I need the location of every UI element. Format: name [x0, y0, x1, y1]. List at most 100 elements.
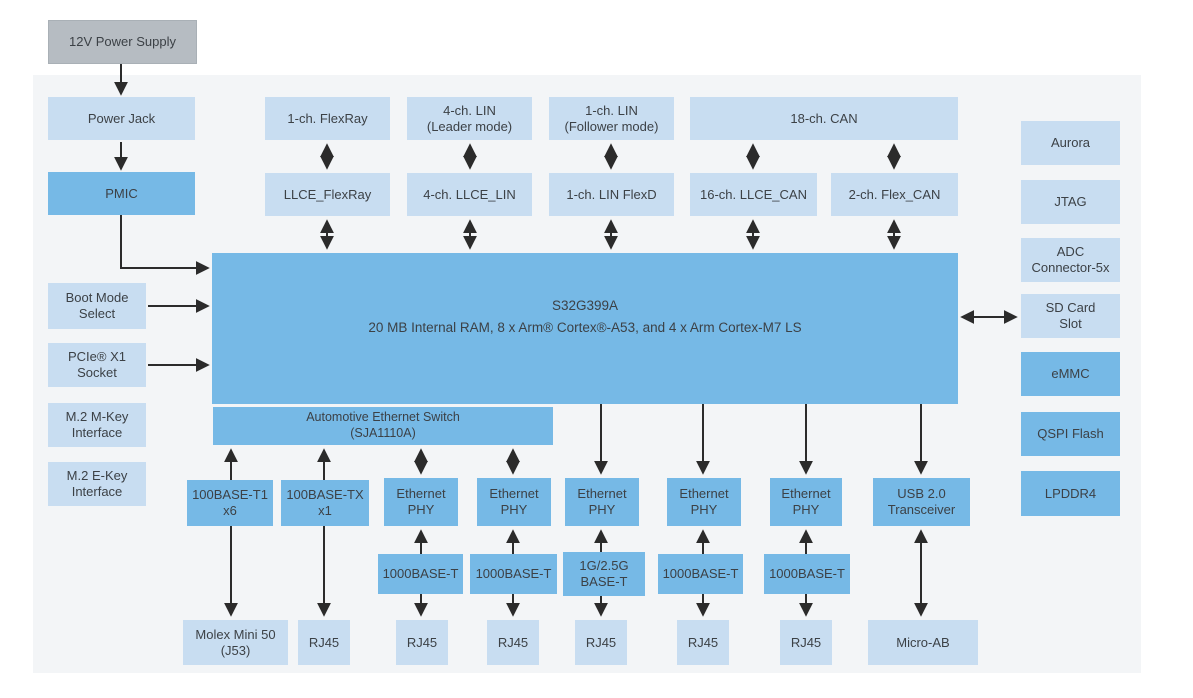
- node-lpddr4: LPDDR4: [1021, 471, 1120, 516]
- node-lin-flexd: 1-ch. LIN FlexD: [549, 173, 674, 216]
- node-llce-can-label: 16-ch. LLCE_CAN: [700, 186, 807, 202]
- node-12v-power-supply-label: 12V Power Supply: [69, 34, 176, 50]
- node-1000base-t-2: 1000BASE-T: [470, 554, 557, 594]
- node-qspi-label: QSPI Flash: [1037, 426, 1104, 442]
- node-rj45-1: RJ45: [298, 620, 350, 665]
- node-pmic-label: PMIC: [105, 185, 138, 201]
- node-baset5-label: 1000BASE-T: [769, 566, 845, 582]
- node-phy1-label2: PHY: [407, 502, 435, 517]
- node-1ch-flexray-label: 1-ch. FlexRay: [287, 110, 368, 126]
- node-rj45-6-label: RJ45: [790, 634, 822, 650]
- node-phy3-label: Ethernet: [577, 486, 627, 502]
- node-llce-lin: 4-ch. LLCE_LIN: [407, 173, 532, 216]
- node-lpddr4-label: LPDDR4: [1044, 485, 1097, 501]
- node-1ch-flexray: 1-ch. FlexRay: [265, 97, 390, 140]
- node-m2-ekey-label2: Interface: [71, 484, 123, 499]
- node-micro-ab: Micro-AB: [868, 620, 978, 665]
- node-rj45-4-label: RJ45: [585, 634, 617, 650]
- node-baset2-label: 1000BASE-T: [475, 566, 552, 582]
- node-phy5-label: Ethernet: [781, 486, 831, 502]
- node-molex-label2: (J53): [220, 642, 251, 658]
- node-baset1-label: 1000BASE-T: [382, 566, 459, 582]
- node-rj45-1-label: RJ45: [308, 634, 340, 650]
- node-phy2-label: Ethernet: [489, 486, 539, 502]
- node-rj45-5-label: RJ45: [687, 634, 719, 650]
- node-rj45-3: RJ45: [487, 620, 539, 665]
- node-adc-label: ADC: [1056, 244, 1085, 260]
- node-s32g399a-soc: S32G399A 20 MB Internal RAM, 8 x Arm® Cor…: [212, 253, 958, 404]
- node-llce-flexray: LLCE_FlexRay: [265, 173, 390, 216]
- node-micro-ab-label: Micro-AB: [896, 634, 950, 650]
- node-100base-t1-label: 100BASE-T1: [192, 487, 268, 503]
- node-phy2-label2: PHY: [500, 502, 528, 517]
- node-aurora: Aurora: [1021, 121, 1120, 165]
- node-1ch-lin-label2: (Follower mode): [564, 118, 659, 134]
- node-m2-ekey-label: M.2 E-Key: [66, 468, 128, 484]
- node-m2-mkey-label: M.2 M-Key: [65, 409, 129, 425]
- node-power-jack-label: Power Jack: [87, 110, 156, 126]
- node-100base-tx-label2: x1: [318, 503, 332, 518]
- node-pmic: PMIC: [48, 172, 195, 215]
- node-1ch-lin-follower: 1-ch. LIN(Follower mode): [549, 97, 674, 140]
- node-baset4-label: 1000BASE-T: [662, 566, 739, 582]
- node-emmc: eMMC: [1021, 352, 1120, 396]
- node-jtag: JTAG: [1021, 180, 1120, 224]
- node-llce-can: 16-ch. LLCE_CAN: [690, 173, 817, 216]
- node-molex-label: Molex Mini 50: [195, 626, 276, 642]
- node-sd-card-label: SD Card: [1045, 300, 1096, 316]
- node-4ch-lin-label: 4-ch. LIN: [443, 102, 496, 118]
- node-baset3-label2: BASE-T: [580, 574, 628, 589]
- node-rj45-3-label: RJ45: [497, 634, 529, 650]
- node-qspi-flash: QSPI Flash: [1021, 412, 1120, 456]
- node-18ch-can-label: 18-ch. CAN: [790, 110, 858, 126]
- node-1000base-t-1: 1000BASE-T: [378, 554, 463, 594]
- node-m2-mkey-label2: Interface: [71, 425, 123, 440]
- node-aurora-label: Aurora: [1050, 135, 1091, 151]
- node-12v-power-supply: 12V Power Supply: [48, 20, 197, 64]
- node-phy4-label: Ethernet: [679, 486, 729, 502]
- node-1000base-t-4: 1000BASE-T: [658, 554, 743, 594]
- node-100base-t1-label2: x6: [223, 503, 237, 518]
- node-boot-mode-label: Boot Mode: [65, 290, 129, 306]
- node-molex-mini50: Molex Mini 50(J53): [183, 620, 288, 665]
- node-emmc-label: eMMC: [1051, 366, 1090, 382]
- node-4ch-lin-leader: 4-ch. LIN(Leader mode): [407, 97, 532, 140]
- node-rj45-6: RJ45: [780, 620, 832, 665]
- node-phy5-label2: PHY: [792, 502, 820, 517]
- node-soc-subtitle: 20 MB Internal RAM, 8 x Arm® Cortex®-A53…: [368, 319, 802, 335]
- node-18ch-can: 18-ch. CAN: [690, 97, 958, 140]
- node-lin-flexd-label: 1-ch. LIN FlexD: [566, 186, 657, 202]
- node-100base-tx-label: 100BASE-TX: [286, 487, 364, 503]
- node-llce-lin-label: 4-ch. LLCE_LIN: [423, 186, 516, 202]
- node-eth-switch-label: Automotive Ethernet Switch: [306, 410, 460, 425]
- node-baset3-label: 1G/2.5G: [579, 558, 629, 574]
- node-adc-label2: Connector-5x: [1031, 260, 1110, 275]
- node-llce-flexray-label: LLCE_FlexRay: [283, 186, 372, 202]
- node-phy3-label2: PHY: [588, 502, 616, 517]
- node-rj45-4: RJ45: [575, 620, 627, 665]
- node-phy4-label2: PHY: [690, 502, 718, 517]
- node-automotive-ethernet-switch: Automotive Ethernet Switch(SJA1110A): [213, 407, 553, 445]
- node-1ch-lin-label: 1-ch. LIN: [585, 102, 638, 118]
- node-soc-title: S32G399A: [551, 297, 619, 313]
- node-pcie-label2: Socket: [77, 365, 117, 380]
- node-rj45-2-label: RJ45: [406, 634, 438, 650]
- node-power-jack: Power Jack: [48, 97, 195, 140]
- node-pcie-label: PCIe® X1: [68, 349, 126, 365]
- node-usb-label2: Transceiver: [887, 502, 956, 517]
- node-rj45-2: RJ45: [396, 620, 448, 665]
